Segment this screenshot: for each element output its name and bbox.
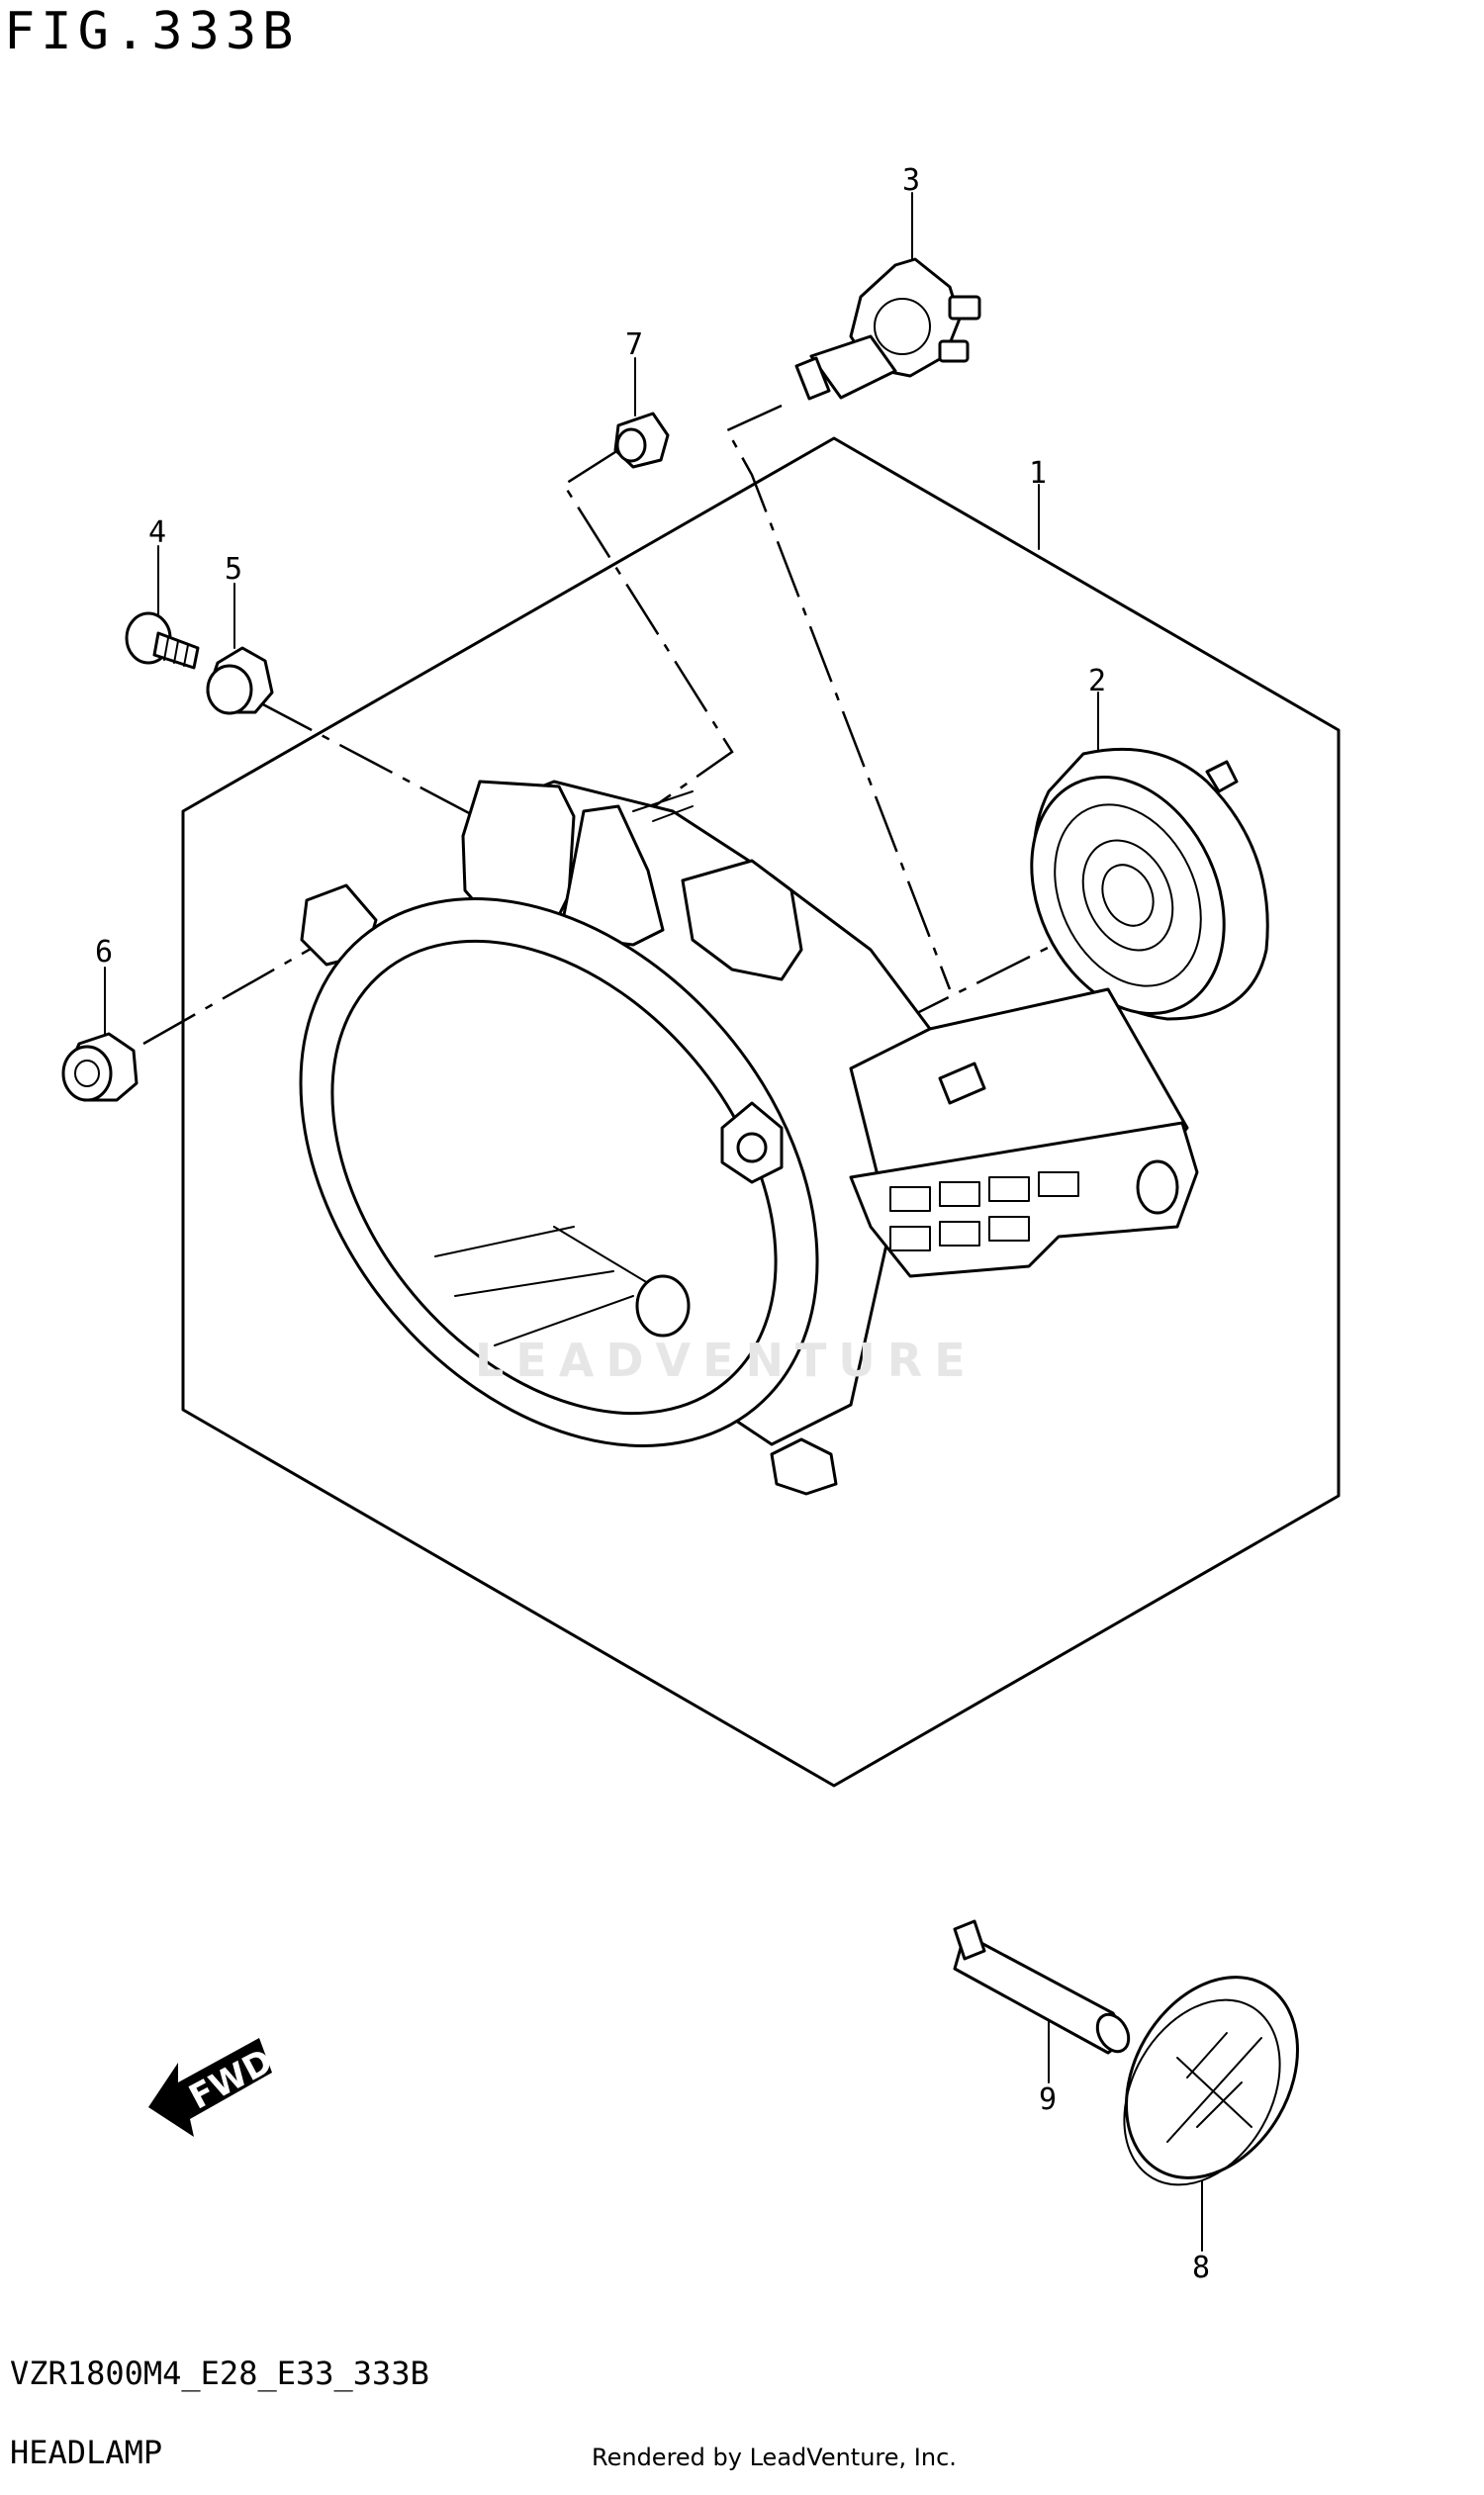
cap-part-8 bbox=[1123, 1976, 1299, 2186]
screw-part-4 bbox=[125, 611, 200, 670]
callout-7: 7 bbox=[625, 327, 643, 362]
callout-2: 2 bbox=[1088, 664, 1106, 698]
fwd-label: FWD bbox=[183, 2042, 279, 2118]
callout-5: 5 bbox=[225, 552, 242, 587]
grommet-part-6 bbox=[61, 1032, 139, 1102]
fwd-arrow-icon: FWD bbox=[148, 2038, 279, 2137]
section-name: HEADLAMP bbox=[10, 2434, 163, 2471]
assembly-line-bulb bbox=[725, 404, 952, 990]
grommet-part-7 bbox=[613, 412, 670, 469]
callout-8: 8 bbox=[1192, 2251, 1210, 2285]
grommet-part-5 bbox=[206, 646, 274, 715]
assembly-line-grommet-top bbox=[562, 448, 734, 823]
spacer-part-9 bbox=[953, 1919, 1131, 2055]
model-code: VZR1800M4_E28_E33_333B bbox=[10, 2355, 429, 2392]
bulb-part-3 bbox=[794, 257, 981, 401]
callout-1: 1 bbox=[1029, 456, 1047, 491]
headlamp-housing-part-1 bbox=[299, 780, 1199, 1496]
figure-title: FIG.333B bbox=[4, 2, 300, 61]
assembly-line-grommet-side bbox=[142, 938, 327, 1046]
callout-3: 3 bbox=[902, 163, 920, 198]
socket-cover-part-2 bbox=[1030, 747, 1269, 1021]
callout-9: 9 bbox=[1039, 2082, 1057, 2117]
callout-4: 4 bbox=[148, 515, 166, 550]
assembly-outline bbox=[181, 436, 1341, 1788]
callout-6: 6 bbox=[95, 935, 113, 970]
rendered-by-credit: Rendered by LeadVenture, Inc. bbox=[592, 2444, 957, 2471]
watermark-text: LEADVENTURE bbox=[475, 1334, 977, 1387]
assembly-line-grommet-left bbox=[258, 700, 476, 818]
assembly-line-socket bbox=[894, 938, 1065, 1026]
